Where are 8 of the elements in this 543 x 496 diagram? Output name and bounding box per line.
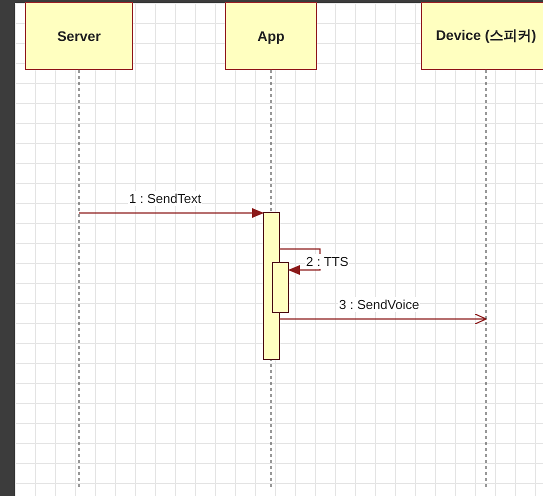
message-label: 1 : SendText: [128, 191, 202, 206]
participant-box: Server: [25, 2, 133, 70]
message-label: 3 : SendVoice: [338, 297, 420, 312]
participant-box: App: [225, 2, 317, 70]
message-arrow: [280, 313, 487, 325]
message-arrow: [79, 208, 264, 218]
participant-box: Device (스피커): [421, 2, 543, 70]
message-label: 2 : TTS: [305, 254, 350, 269]
